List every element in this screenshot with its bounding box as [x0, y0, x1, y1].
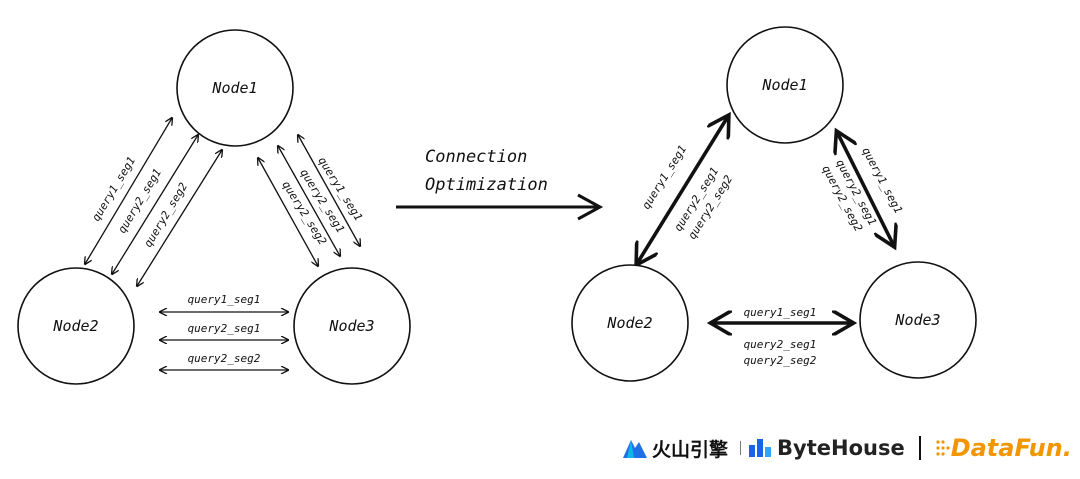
connection-optimization-diagram: query1_seg1 query2_seg1 query2_seg2 quer…: [17, 26, 977, 385]
right-edge-n1-n2: [638, 118, 727, 262]
right-edge-label-n2-n3-2: query2_seg1: [744, 338, 817, 351]
left-edge-n1-n2-2: [112, 135, 198, 274]
bytehouse-logo-icon: [749, 439, 772, 457]
optimization-transition: Connection Optimization: [396, 147, 604, 221]
datafun-dots-icon: [936, 440, 950, 456]
left-edge-label-n2-n3-1: query1_seg1: [188, 293, 261, 306]
right-graph: query1_seg1 query2_seg1 query2_seg2 quer…: [571, 26, 977, 382]
transition-arrowhead-icon: [577, 193, 604, 221]
volcano-logo-icon: [623, 440, 647, 458]
left-node1-label: Node1: [211, 79, 257, 97]
right-node1-circle: [726, 26, 844, 144]
left-node3-label: Node3: [328, 317, 374, 335]
left-edge-n1-n3-3: [298, 135, 360, 246]
right-edge-n1-n3: [838, 134, 893, 244]
right-edge-label-n1-n2-1: query1_seg1: [640, 143, 690, 212]
right-node3-circle: [859, 261, 977, 379]
right-node3-label: Node3: [894, 311, 940, 329]
left-node2-label: Node2: [52, 317, 98, 335]
right-edge-label-n2-n3-3: query2_seg2: [744, 354, 817, 367]
left-node3-circle: [293, 267, 411, 385]
left-edge-n1-n2-3: [137, 150, 222, 286]
brand-divider-small: [740, 441, 742, 455]
left-edge-label-n2-n3-3: query2_seg2: [188, 352, 261, 365]
right-edge-label-n2-n3-1: query1_seg1: [744, 306, 817, 319]
right-node1-label: Node1: [761, 76, 807, 94]
right-node2-circle: [571, 264, 689, 382]
left-graph: query1_seg1 query2_seg1 query2_seg2 quer…: [17, 29, 411, 385]
transition-line1: Connection: [425, 147, 527, 167]
volcano-brand-text: 火山引擎: [652, 438, 729, 461]
bytehouse-brand-text: ByteHouse: [777, 436, 905, 460]
transition-line2: Optimization: [425, 175, 548, 195]
left-node1-circle: [176, 29, 294, 147]
right-node2-label: Node2: [606, 314, 652, 332]
left-edge-n1-n2-1: [85, 118, 172, 264]
left-node2-circle: [17, 267, 135, 385]
brand-footer: 火山引擎 ByteHouse DataFun.: [622, 430, 1072, 466]
datafun-brand-text: DataFun.: [950, 434, 1072, 462]
left-edge-label-n2-n3-2: query2_seg1: [188, 322, 261, 335]
brand-divider: [918, 436, 921, 460]
